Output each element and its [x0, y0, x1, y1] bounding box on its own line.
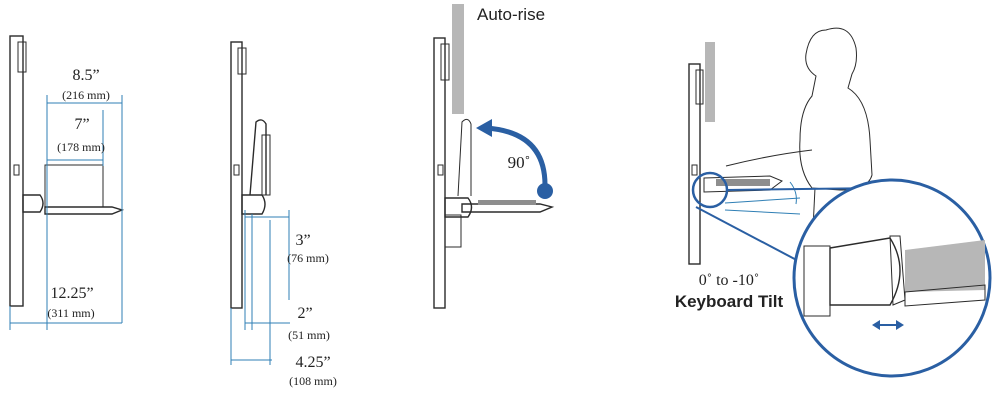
- depth-b-label: 2”: [297, 305, 312, 322]
- autorise-wall-rail: [433, 37, 446, 309]
- autorise-keyboard: [478, 200, 536, 205]
- depth-total-mm-label: (108 mm): [289, 374, 337, 388]
- side-rail-slot: [233, 164, 240, 176]
- keyboard-arm: [22, 194, 44, 213]
- tilt-range-label: 0˚ to -10˚: [699, 272, 759, 289]
- tilt-rail-slot: [691, 164, 698, 176]
- panel-front-dimensions: 8.5” (216 mm) 7” (178 mm) 12.25” (311 mm…: [9, 35, 125, 330]
- rail-slot: [13, 164, 20, 176]
- person-silhouette: [799, 27, 873, 191]
- keyboard-tilt-caption: Keyboard Tilt: [675, 292, 784, 311]
- tilt-rail-clamp: [695, 69, 704, 105]
- tilt-tray: [703, 175, 783, 193]
- autorise-tray-up: [457, 118, 472, 197]
- width-inner-mm-label: (178 mm): [57, 140, 105, 154]
- rail-clamp: [17, 41, 27, 73]
- keyboard-tray: [44, 206, 125, 215]
- depth-total-label: 4.25”: [295, 354, 330, 371]
- autorise-rail-clamp: [440, 43, 450, 81]
- monitor-silhouette: [452, 4, 464, 114]
- autorise-rail-slot: [437, 164, 444, 176]
- side-wall-rail: [230, 41, 243, 309]
- side-rail-clamp: [237, 47, 247, 75]
- auto-rise-title: Auto-rise: [477, 5, 545, 24]
- side-tray-folded: [249, 119, 267, 196]
- rotation-pivot: [537, 183, 553, 199]
- height-label: 12.25”: [50, 285, 93, 302]
- tilt-monitor-silhouette: [705, 42, 715, 122]
- autorise-tray-down: [461, 203, 555, 213]
- depth-a-mm-label: (76 mm): [287, 251, 329, 265]
- autorise-arm: [444, 197, 473, 218]
- depth-b-mm-label: (51 mm): [288, 328, 330, 342]
- zoom-keyboard: [905, 240, 985, 292]
- person-arm: [725, 149, 813, 167]
- zoom-tilt-hinge: [829, 237, 901, 306]
- panel-auto-rise: Auto-rise 90˚: [433, 4, 555, 309]
- rotation-arc: [485, 125, 548, 186]
- rotation-arrowhead: [476, 119, 492, 137]
- width-inner-label: 7”: [74, 116, 89, 133]
- panel-side-dimensions: 3” (76 mm) 2” (51 mm) 4.25” (108 mm): [230, 41, 337, 388]
- rotation-angle-label: 90˚: [508, 153, 531, 172]
- side-tray-edge: [261, 134, 271, 196]
- height-mm-label: (311 mm): [47, 306, 94, 320]
- zoom-tray: [904, 284, 986, 307]
- depth-a-label: 3”: [295, 232, 310, 249]
- width-outer-label: 8.5”: [72, 67, 99, 84]
- tilt-keyboard: [716, 179, 770, 186]
- keyboard-tray-back: [44, 164, 104, 208]
- wall-rail: [9, 35, 24, 307]
- width-outer-mm-label: (216 mm): [62, 88, 110, 102]
- panel-keyboard-tilt: 0˚ to -10˚ Keyboard Tilt: [675, 27, 992, 378]
- autorise-base: [444, 214, 462, 248]
- tilt-wall-rail: [688, 63, 701, 265]
